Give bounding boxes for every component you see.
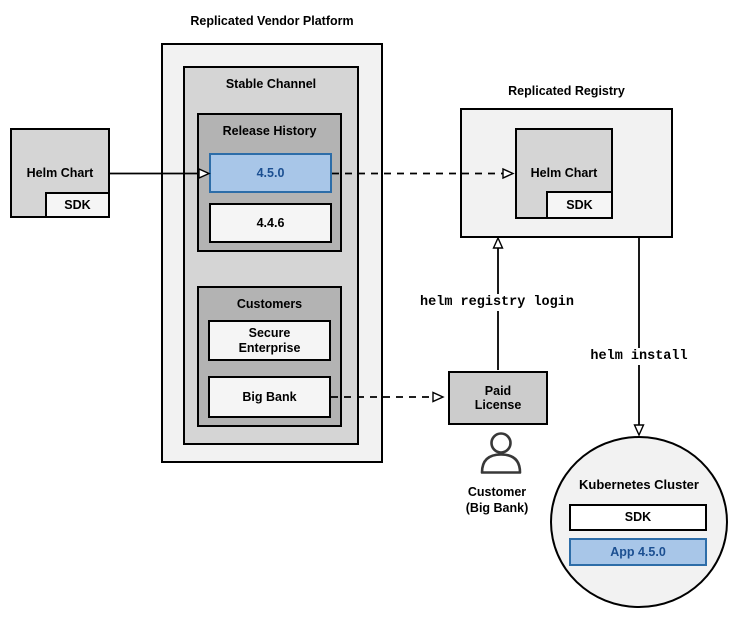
release-version-4-5-0: 4.5.0 (209, 153, 332, 193)
customers-label: Customers (236, 297, 303, 311)
paid-license-label: Paid License (474, 383, 522, 412)
source-sdk-box: SDK (45, 192, 110, 218)
command-registry-login: helm registry login (397, 294, 597, 311)
release-version-label: 4.5.0 (256, 165, 285, 180)
release-history-label: Release History (222, 124, 317, 138)
cluster-sdk-box: SDK (569, 504, 707, 531)
command-registry-login-text: helm registry login (417, 294, 577, 311)
cluster-app-box: App 4.5.0 (569, 538, 707, 566)
customer-actor-label: Customer (Big Bank) (437, 484, 557, 517)
customer-actor-line1: Customer (467, 485, 527, 499)
source-sdk-label: SDK (64, 197, 91, 212)
kubernetes-cluster-title: Kubernetes Cluster (579, 477, 699, 492)
vendor-platform-title: Replicated Vendor Platform (190, 14, 354, 28)
customer-big-bank: Big Bank (208, 376, 331, 418)
customer-label: Secure Enterprise (238, 326, 301, 355)
cluster-sdk-label: SDK (624, 510, 652, 525)
paid-license-box: Paid License (448, 371, 548, 425)
cluster-app-label: App 4.5.0 (610, 544, 666, 559)
registry-sdk-box: SDK (546, 191, 613, 219)
release-version-4-4-6: 4.4.6 (209, 203, 332, 243)
arrow-registry-to-cluster (633, 238, 645, 437)
release-version-label: 4.4.6 (256, 215, 285, 230)
registry-sdk-label: SDK (566, 197, 593, 212)
command-helm-install: helm install (559, 348, 719, 365)
registry-title: Replicated Registry (508, 84, 625, 98)
registry-helm-chart-label: Helm Chart (530, 166, 598, 181)
customer-secure-enterprise: Secure Enterprise (208, 320, 331, 361)
customer-label: Big Bank (242, 389, 297, 404)
customer-actor-line2: (Big Bank) (465, 501, 529, 516)
stable-channel-label: Stable Channel (225, 77, 317, 91)
customer-person-icon (480, 432, 522, 474)
source-helm-chart-label: Helm Chart (26, 165, 94, 180)
command-helm-install-text: helm install (587, 348, 691, 365)
